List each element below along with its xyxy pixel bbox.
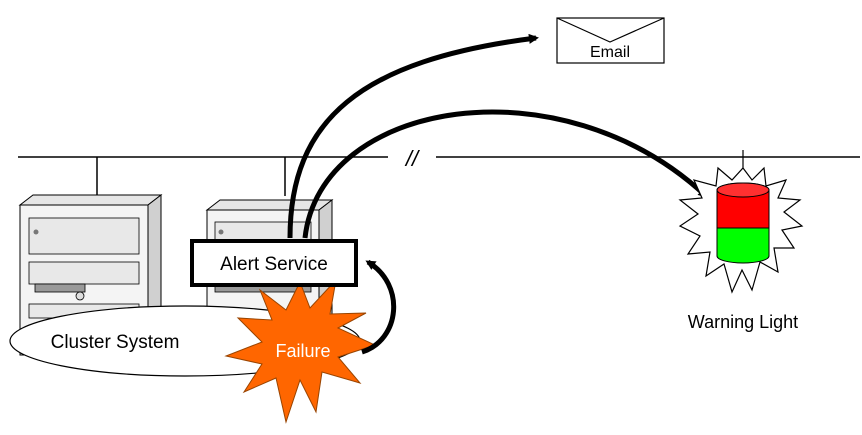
email-envelope-icon xyxy=(556,17,665,64)
alert-to-warning-light-arrow xyxy=(302,109,709,239)
alert-to-email-arrow xyxy=(287,33,539,239)
network-break-mark: // xyxy=(404,146,420,171)
warning-light-icon xyxy=(678,150,804,294)
email-label: Email xyxy=(590,44,630,61)
network-line xyxy=(18,156,860,196)
failure-burst-icon xyxy=(224,278,377,424)
warning-light-label: Warning Light xyxy=(688,312,798,332)
cluster-system-label: Cluster System xyxy=(51,332,180,353)
alert-service-label: Alert Service xyxy=(220,254,328,275)
failure-label: Failure xyxy=(275,341,330,361)
failure-to-alert-arrow xyxy=(361,259,396,355)
alert-service-box xyxy=(190,239,358,287)
